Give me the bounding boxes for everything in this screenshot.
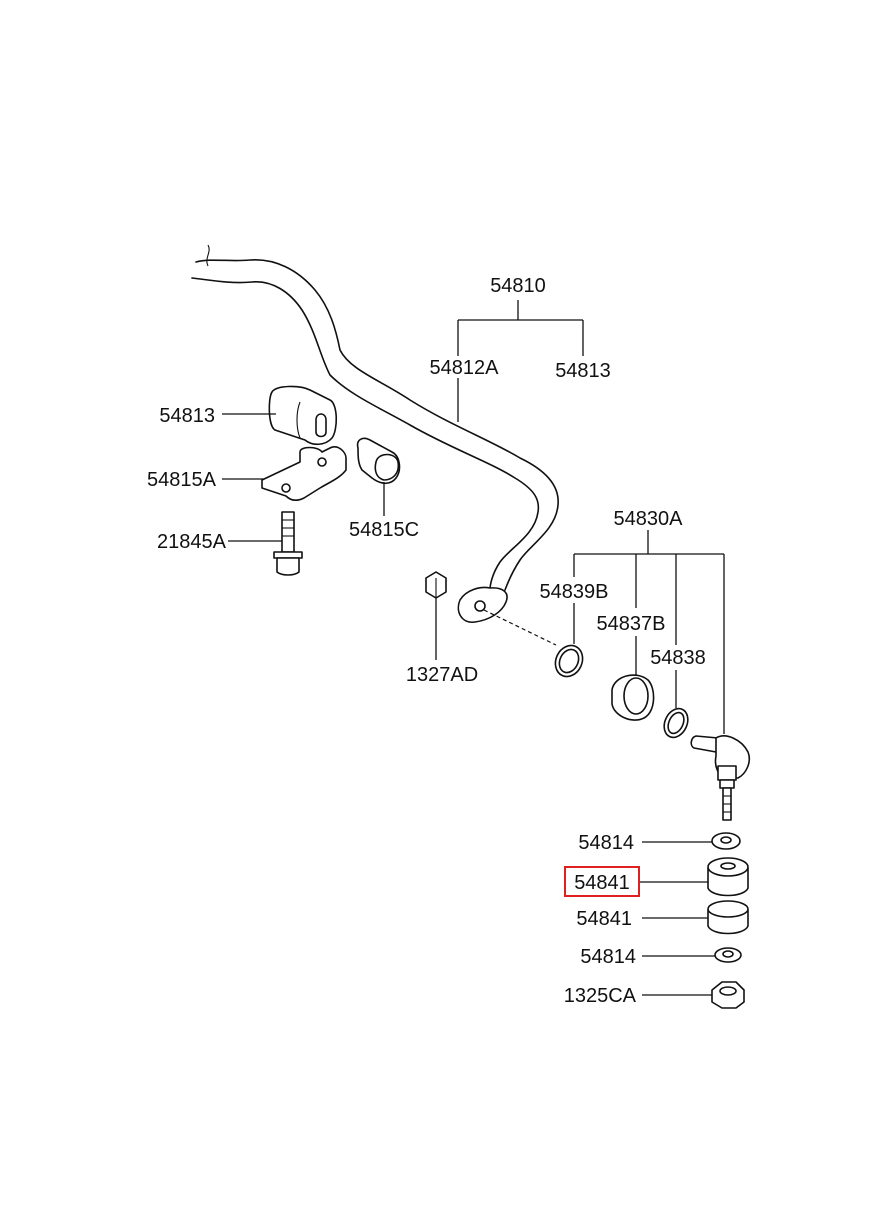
- link-rod[interactable]: [690, 735, 751, 821]
- ring-b[interactable]: [660, 705, 693, 741]
- ring-a[interactable]: [550, 641, 587, 681]
- label-54813-left[interactable]: 54813: [159, 405, 215, 427]
- nut-link[interactable]: [711, 981, 745, 1009]
- label-54814-bottom[interactable]: 54814: [580, 946, 636, 968]
- label-54815c[interactable]: 54815C: [349, 519, 419, 541]
- highlight-frame: [564, 866, 640, 897]
- label-54830a[interactable]: 54830A: [614, 508, 684, 530]
- stabilizer-bar[interactable]: [191, 244, 559, 623]
- label-21845a[interactable]: 21845A: [157, 531, 227, 553]
- alignment-line: [483, 609, 557, 646]
- bushing-upper[interactable]: [707, 857, 749, 897]
- label-54813-top[interactable]: 54813: [555, 360, 611, 382]
- label-54837b[interactable]: 54837B: [597, 613, 666, 635]
- label-54810[interactable]: 54810: [490, 275, 546, 297]
- label-54841-lower[interactable]: 54841: [576, 908, 632, 930]
- label-54814-top[interactable]: 54814: [578, 832, 634, 854]
- label-1327ad[interactable]: 1327AD: [406, 664, 478, 686]
- washer-top[interactable]: [711, 832, 741, 850]
- boot[interactable]: [611, 674, 655, 721]
- label-54838[interactable]: 54838: [650, 647, 706, 669]
- label-54815a[interactable]: 54815A: [147, 469, 217, 491]
- bushing-lower[interactable]: [707, 900, 749, 935]
- label-1325ca[interactable]: 1325CA: [564, 985, 637, 1007]
- label-54812a[interactable]: 54812A: [430, 357, 500, 379]
- bolt[interactable]: [273, 511, 303, 576]
- washer-bottom[interactable]: [714, 947, 742, 963]
- nut-bar[interactable]: [425, 571, 447, 599]
- label-54841-upper[interactable]: 54841: [574, 872, 630, 894]
- label-54839b[interactable]: 54839B: [540, 581, 609, 603]
- bracket[interactable]: [261, 446, 347, 501]
- bushing-left[interactable]: [268, 385, 338, 446]
- bushing-clamp[interactable]: [356, 437, 401, 485]
- leader-lines: [222, 300, 725, 996]
